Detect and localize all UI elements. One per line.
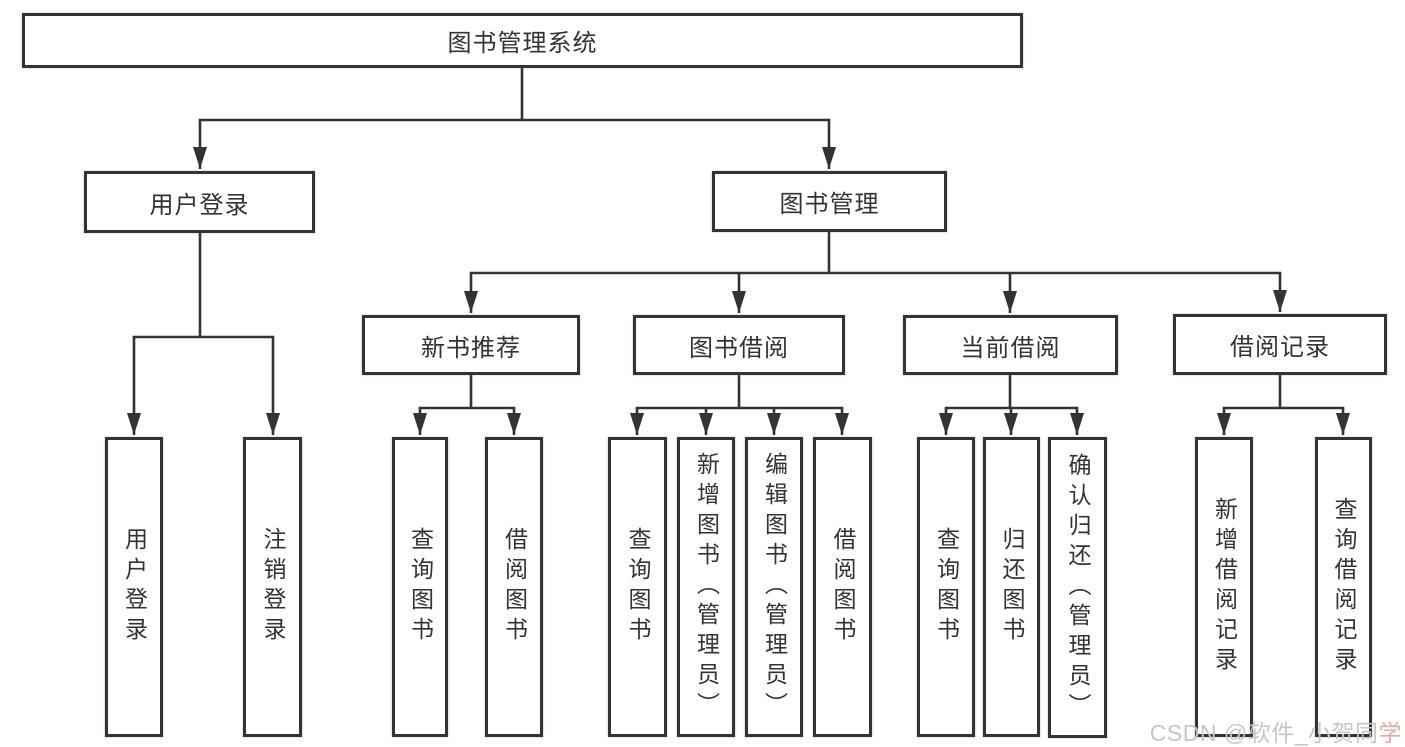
connector-arrows: [127, 120, 1350, 435]
node-borrow-records-label: 借阅记录: [1230, 334, 1330, 361]
connector-skeleton: [132, 66, 1345, 410]
node-leaf-nbr-borrow-books: 借阅图书: [485, 437, 543, 737]
node-new-book-recommend: 新书推荐: [362, 315, 580, 375]
node-leaf-br-add-record-label: 新增借阅记录: [1211, 497, 1238, 677]
node-leaf-user-login: 用户登录: [105, 437, 163, 737]
node-leaf-br-add-record: 新增借阅记录: [1195, 437, 1253, 737]
node-current-borrow: 当前借阅: [903, 315, 1118, 375]
node-leaf-cb-query-books: 查询图书: [917, 437, 975, 737]
node-leaf-bb-query-books-label: 查询图书: [625, 527, 651, 647]
node-book-management: 图书管理: [712, 171, 947, 232]
node-leaf-cb-return-books: 归还图书: [983, 437, 1040, 737]
node-leaf-bb-add-books: 新增图书（管理员）: [677, 437, 735, 737]
node-leaf-bb-add-books-label: 新增图书（管理员）: [693, 452, 720, 722]
node-leaf-logout-label: 注销登录: [260, 527, 286, 647]
node-root-label: 图书管理系统: [447, 30, 598, 57]
node-leaf-cb-return-books-label: 归还图书: [999, 527, 1025, 647]
node-leaf-nbr-query-books-label: 查询图书: [407, 527, 434, 647]
node-leaf-nbr-borrow-books-label: 借阅图书: [501, 527, 528, 647]
csdn-watermark-accent: 学: [1378, 720, 1402, 746]
node-leaf-bb-borrow-books: 借阅图书: [813, 437, 872, 737]
node-leaf-logout: 注销登录: [243, 437, 302, 737]
node-leaf-cb-confirm-return-label: 确认归还（管理员）: [1065, 452, 1091, 723]
node-book-management-label: 图书管理: [779, 191, 880, 218]
node-leaf-nbr-query-books: 查询图书: [392, 437, 448, 737]
node-book-borrow: 图书借阅: [633, 315, 845, 375]
node-borrow-records: 借阅记录: [1173, 314, 1387, 375]
node-leaf-cb-confirm-return: 确认归还（管理员）: [1048, 437, 1107, 738]
node-book-borrow-label: 图书借阅: [689, 334, 789, 362]
node-root: 图书管理系统: [22, 13, 1023, 68]
node-leaf-bb-edit-books: 编辑图书（管理员）: [745, 437, 803, 737]
node-leaf-user-login-label: 用户登录: [121, 527, 148, 647]
node-leaf-bb-borrow-books-label: 借阅图书: [830, 527, 856, 647]
node-user-login-label: 用户登录: [149, 191, 250, 219]
node-current-borrow-label: 当前借阅: [960, 334, 1061, 362]
node-leaf-br-query-record-label: 查询借阅记录: [1331, 497, 1357, 677]
node-leaf-br-query-record: 查询借阅记录: [1315, 437, 1372, 737]
node-leaf-cb-query-books-label: 查询图书: [933, 527, 960, 647]
node-user-login: 用户登录: [84, 171, 315, 233]
csdn-watermark: CSDN @软件_小贺同学: [1150, 714, 1402, 747]
node-leaf-bb-query-books: 查询图书: [608, 437, 667, 737]
node-leaf-bb-edit-books-label: 编辑图书（管理员）: [761, 452, 788, 722]
node-new-book-recommend-label: 新书推荐: [421, 334, 521, 362]
csdn-watermark-main: CSDN @软件_小贺同: [1149, 720, 1379, 746]
